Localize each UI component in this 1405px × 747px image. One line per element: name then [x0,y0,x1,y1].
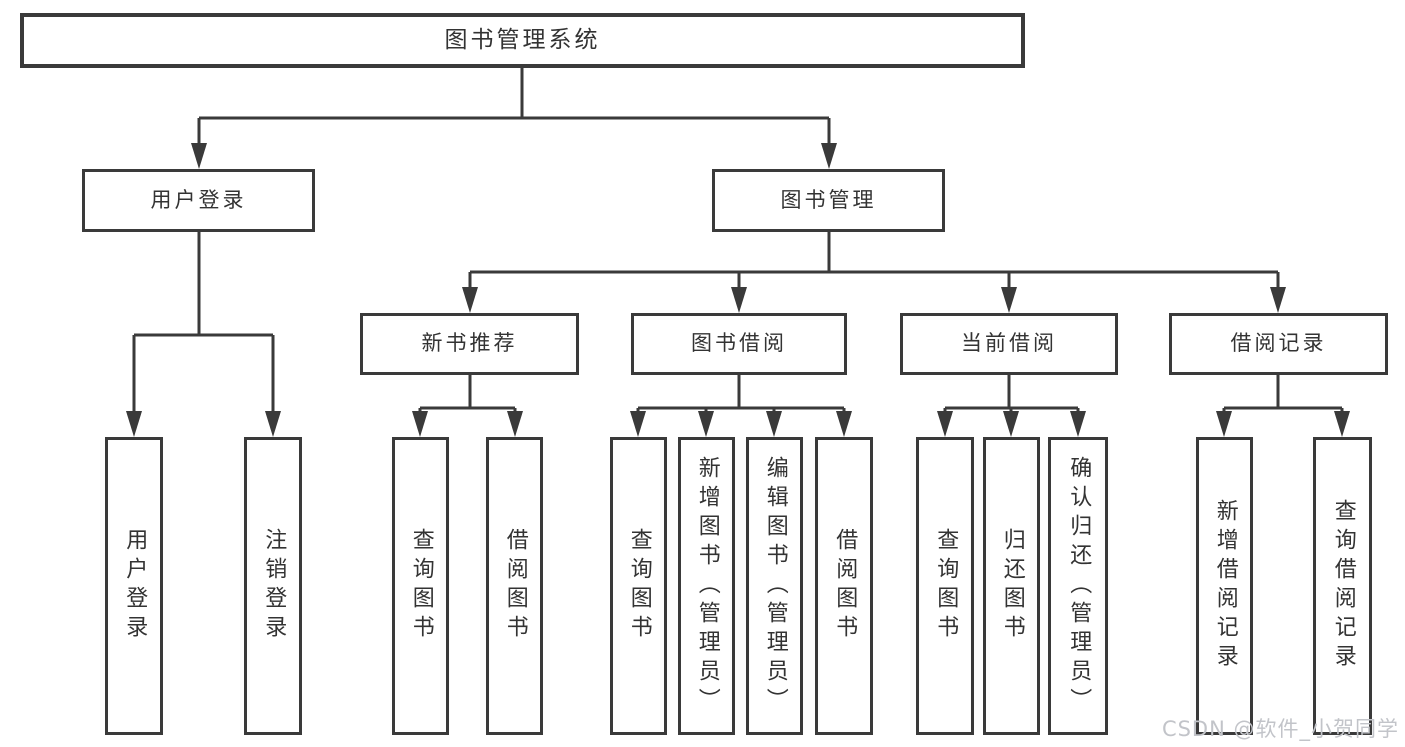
node-label: 图书管理系统 [444,26,601,53]
node-user-login: 用户登录 [82,169,315,232]
node-label: 查询图书 [933,528,959,644]
node-leaf-borrow-books-2: 借阅图书 [815,437,873,735]
node-book-borrowing: 图书借阅 [631,313,847,375]
node-leaf-query-books-3: 查询图书 [916,437,974,735]
node-library-management-system: 图书管理系统 [20,13,1025,68]
node-label: 当前借阅 [961,331,1057,356]
node-current-borrowing: 当前借阅 [900,313,1118,375]
node-label: 查询图书 [408,528,434,644]
node-new-book-recommendation: 新书推荐 [360,313,579,375]
node-borrowing-records: 借阅记录 [1169,313,1388,375]
node-book-management: 图书管理 [712,169,945,232]
node-leaf-logout: 注销登录 [244,437,302,735]
node-label: 查询借阅记录 [1330,499,1356,673]
node-label: 借阅记录 [1230,331,1327,356]
node-leaf-add-books-admin: 新增图书（管理员） [678,437,735,735]
node-label: 查询图书 [626,528,652,644]
node-label: 图书管理 [780,187,877,212]
node-label: 新增图书（管理员） [694,455,720,717]
node-leaf-query-borrow-record: 查询借阅记录 [1313,437,1372,735]
node-label: 编辑图书（管理员） [762,455,788,717]
node-leaf-edit-books-admin: 编辑图书（管理员） [746,437,803,735]
node-label: 借阅图书 [832,528,858,644]
node-leaf-user-login: 用户登录 [105,437,163,735]
node-leaf-add-borrow-record: 新增借阅记录 [1196,437,1253,735]
node-leaf-query-books-2: 查询图书 [610,437,667,735]
node-label: 归还图书 [999,528,1025,644]
node-label: 借阅图书 [502,528,528,644]
node-leaf-borrow-books-1: 借阅图书 [486,437,543,735]
node-label: 图书借阅 [691,331,787,356]
node-label: 新书推荐 [421,331,518,356]
node-leaf-return-books: 归还图书 [983,437,1040,735]
node-label: 注销登录 [261,528,287,644]
node-label: 用户登录 [122,528,148,644]
node-leaf-confirm-return-admin: 确认归还（管理员） [1048,437,1108,735]
node-label: 新增借阅记录 [1212,499,1238,673]
node-label: 确认归还（管理员） [1066,455,1092,717]
csdn-watermark: CSDN @软件_小贺同学 [1161,717,1399,741]
node-label: 用户登录 [150,187,247,212]
node-leaf-query-books-1: 查询图书 [392,437,449,735]
